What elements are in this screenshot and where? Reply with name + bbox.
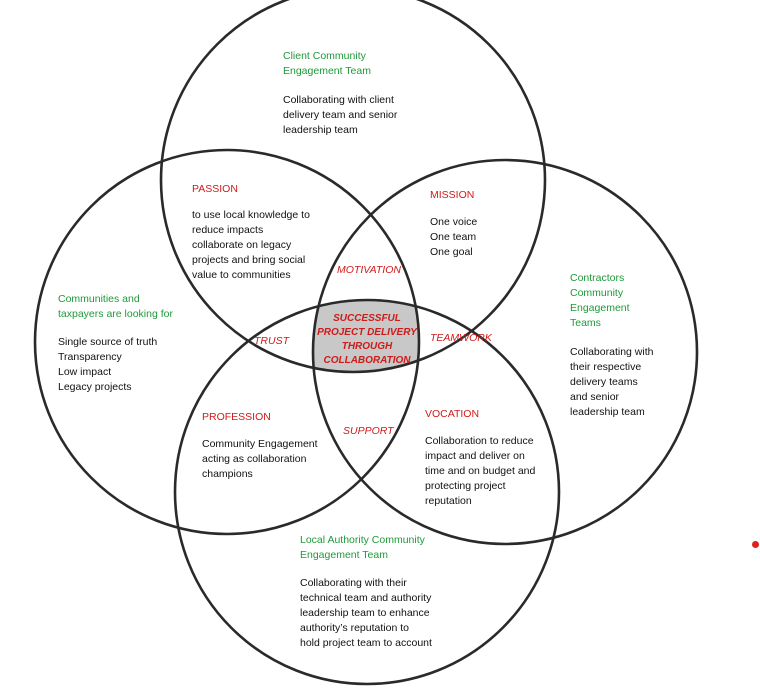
center-label: SUCCESSFUL PROJECT DELIVERY THROUGH COLL… (317, 313, 417, 366)
left-circle (33, 148, 421, 536)
mission-title: MISSION (430, 189, 475, 201)
right-circle-text: Collaborating with their respective deli… (570, 346, 654, 418)
trust-label: TRUST (254, 335, 289, 347)
bottom-circle-text: Collaborating with their technical team … (300, 577, 432, 649)
top-circle-title: Client Community Engagement Team (283, 50, 371, 77)
bottom-circle (173, 298, 561, 686)
bottom-circle-title: Local Authority Community Engagement Tea… (300, 534, 425, 561)
motivation-label: MOTIVATION (337, 264, 401, 276)
vocation-title: VOCATION (425, 408, 480, 420)
support-label: SUPPORT (343, 425, 394, 437)
top-circle-text: Collaborating with client delivery team … (283, 94, 398, 136)
vocation-text: Collaboration to reduce impact and deliv… (425, 435, 536, 507)
right-circle (311, 158, 699, 546)
mission-text: One voice One team One goal (430, 216, 478, 258)
left-circle-text: Single source of truth Transparency Low … (58, 336, 158, 393)
passion-text: to use local knowledge to reduce impacts… (192, 209, 310, 281)
passion-title: PASSION (192, 183, 238, 195)
profession-title: PROFESSION (202, 411, 271, 423)
left-circle-title: Communities and taxpayers are looking fo… (58, 293, 173, 320)
top-circle (159, 0, 547, 374)
profession-text: Community Engagement acting as collabora… (202, 438, 318, 480)
right-circle-title: Contractors Community Engagement Teams (570, 272, 630, 329)
red-dot-marker (752, 541, 759, 548)
teamwork-label: TEAMWORK (430, 332, 492, 344)
